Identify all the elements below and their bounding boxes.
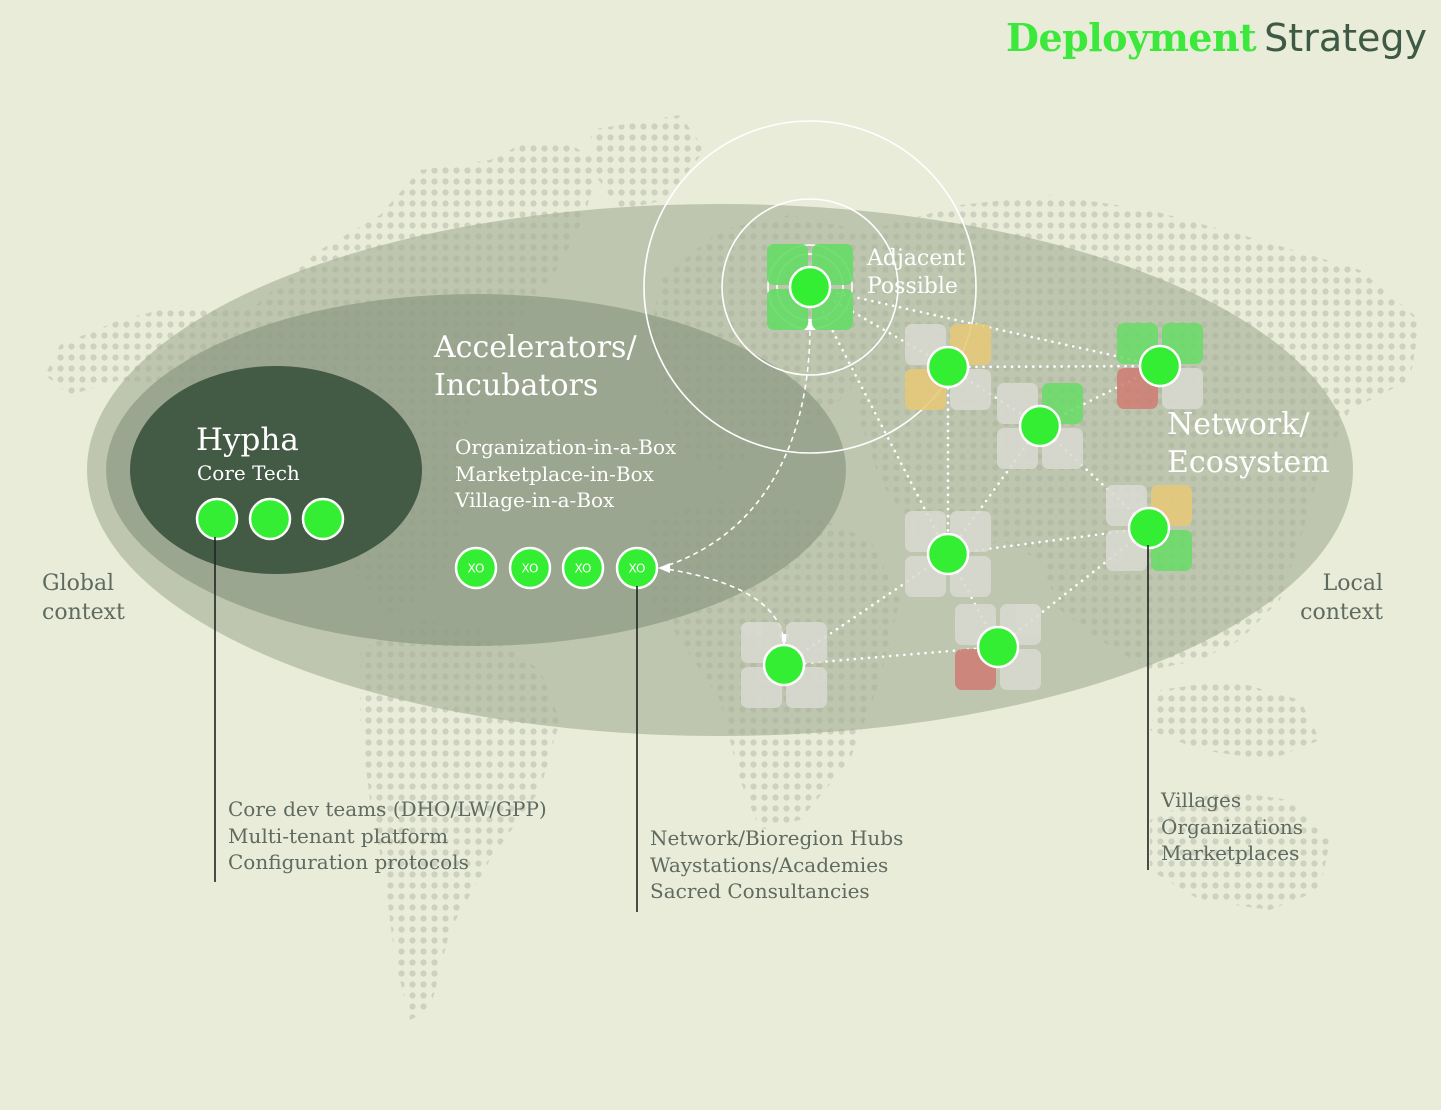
xo-node (508, 546, 552, 590)
title-word-strategy: Strategy (1264, 16, 1427, 60)
xo-node-label: XO (468, 562, 485, 576)
hub-list-item: Network/Bioregion Hubs (650, 826, 904, 850)
xo-node-label: XO (522, 562, 539, 576)
accelerators-title: Accelerators/ Incubators (434, 329, 637, 405)
core-list: Core dev teams (DHO/LW/GPP) Multi-tenant… (228, 796, 547, 876)
leader-lines (214, 537, 1149, 912)
adjacent-possible-label: Adjacent Possible (867, 245, 965, 301)
core-list-item: Multi-tenant platform (228, 823, 449, 848)
local-context-label: Local context (1300, 569, 1383, 627)
arrow-head-up (805, 318, 815, 330)
accelerators-item: Marketplace-in-Box (455, 461, 654, 486)
network-ecosystem-label: Network/ Ecosystem (1167, 406, 1330, 482)
network-line2: Ecosystem (1167, 445, 1330, 480)
local-list-item: Organizations (1161, 814, 1304, 839)
accelerators-items: Organization-in-a-Box Marketplace-in-Box… (455, 434, 676, 514)
accelerators-item: Village-in-a-Box (455, 488, 615, 512)
local-context-line1: Local (1322, 571, 1383, 596)
adjacent-line1: Adjacent (867, 246, 966, 271)
network-node (926, 532, 970, 576)
xo-arrows (659, 324, 811, 643)
hub-list-item: Waystations/Academies (650, 852, 889, 877)
global-context-line2: context (42, 600, 125, 625)
hypha-subtitle: Core Tech (197, 461, 300, 485)
hub-list-item: Sacred Consultancies (650, 879, 870, 903)
xo-node (454, 546, 498, 590)
accelerators-title-line1: Accelerators/ (434, 330, 637, 365)
hypha-title: Hypha (196, 422, 299, 458)
title-word-deployment: Deployment (1006, 15, 1257, 60)
ring-outer (643, 120, 977, 454)
core-list-item: Configuration protocols (228, 850, 469, 874)
adjacent-line2: Possible (867, 274, 958, 299)
node-layer: XO XO XO XO (195, 265, 1182, 687)
network-line1: Network/ (1167, 407, 1310, 442)
xo-node (561, 546, 605, 590)
global-context-label: Global context (42, 569, 125, 627)
accelerators-title-line2: Incubators (434, 368, 599, 403)
local-list: Villages Organizations Marketplaces (1161, 787, 1303, 867)
network-node (926, 345, 970, 389)
local-list-item: Marketplaces (1161, 841, 1300, 865)
hub-list: Network/Bioregion Hubs Waystations/Acade… (650, 825, 903, 905)
link-c (808, 285, 1162, 368)
link-g (946, 424, 1042, 556)
network-node (788, 265, 832, 309)
link-m (782, 552, 950, 667)
ring-middle (721, 198, 899, 376)
local-list-item: Villages (1161, 788, 1242, 812)
arrow-head-left (658, 563, 670, 573)
network-node (1018, 404, 1062, 448)
hypha-core-node (195, 497, 239, 541)
xo-node-label: XO (629, 562, 646, 576)
network-node (1127, 506, 1171, 550)
network-node (762, 643, 806, 687)
global-context-line1: Global (42, 571, 115, 596)
xo-node-label: XO (575, 562, 592, 576)
hypha-core-node (301, 497, 345, 541)
link-n (808, 285, 950, 556)
core-list-item: Core dev teams (DHO/LW/GPP) (228, 797, 547, 821)
network-node (1138, 344, 1182, 388)
xo-to-adjacent-arrow (659, 324, 811, 569)
network-node (976, 625, 1020, 669)
accelerators-item: Organization-in-a-Box (455, 435, 677, 459)
local-context-line2: context (1300, 600, 1383, 625)
link-a (946, 364, 1162, 369)
hypha-core-node (248, 497, 292, 541)
